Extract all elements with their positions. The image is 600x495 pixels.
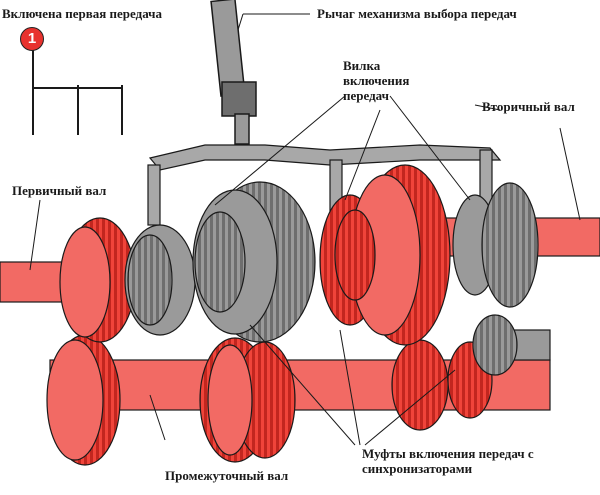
shift-pattern-icon [32,45,123,135]
shift-fork-frame [147,144,502,226]
label-countershaft: Промежуточный вал [165,468,289,483]
label-shift-fork: Вилка включения передач [343,58,410,103]
label-selector-lever: Рычаг механизма выбора передач [317,6,517,21]
synchro-hub-2 [452,182,539,308]
countershaft-gears [46,314,551,466]
label-synchro-clutches: Муфты включения передач с синхронизатора… [362,446,534,476]
gear-status-title: Включена первая передача [2,6,163,21]
synchro-hub-1 [124,181,316,343]
gear-number-badge: 1 [20,27,44,51]
leader-lines [29,13,581,446]
middle-gears [319,164,451,346]
label-output-shaft: Вторичный вал [482,99,575,114]
selector-lever [210,0,257,145]
input-gear [59,217,136,343]
label-input-shaft: Первичный вал [12,183,107,198]
